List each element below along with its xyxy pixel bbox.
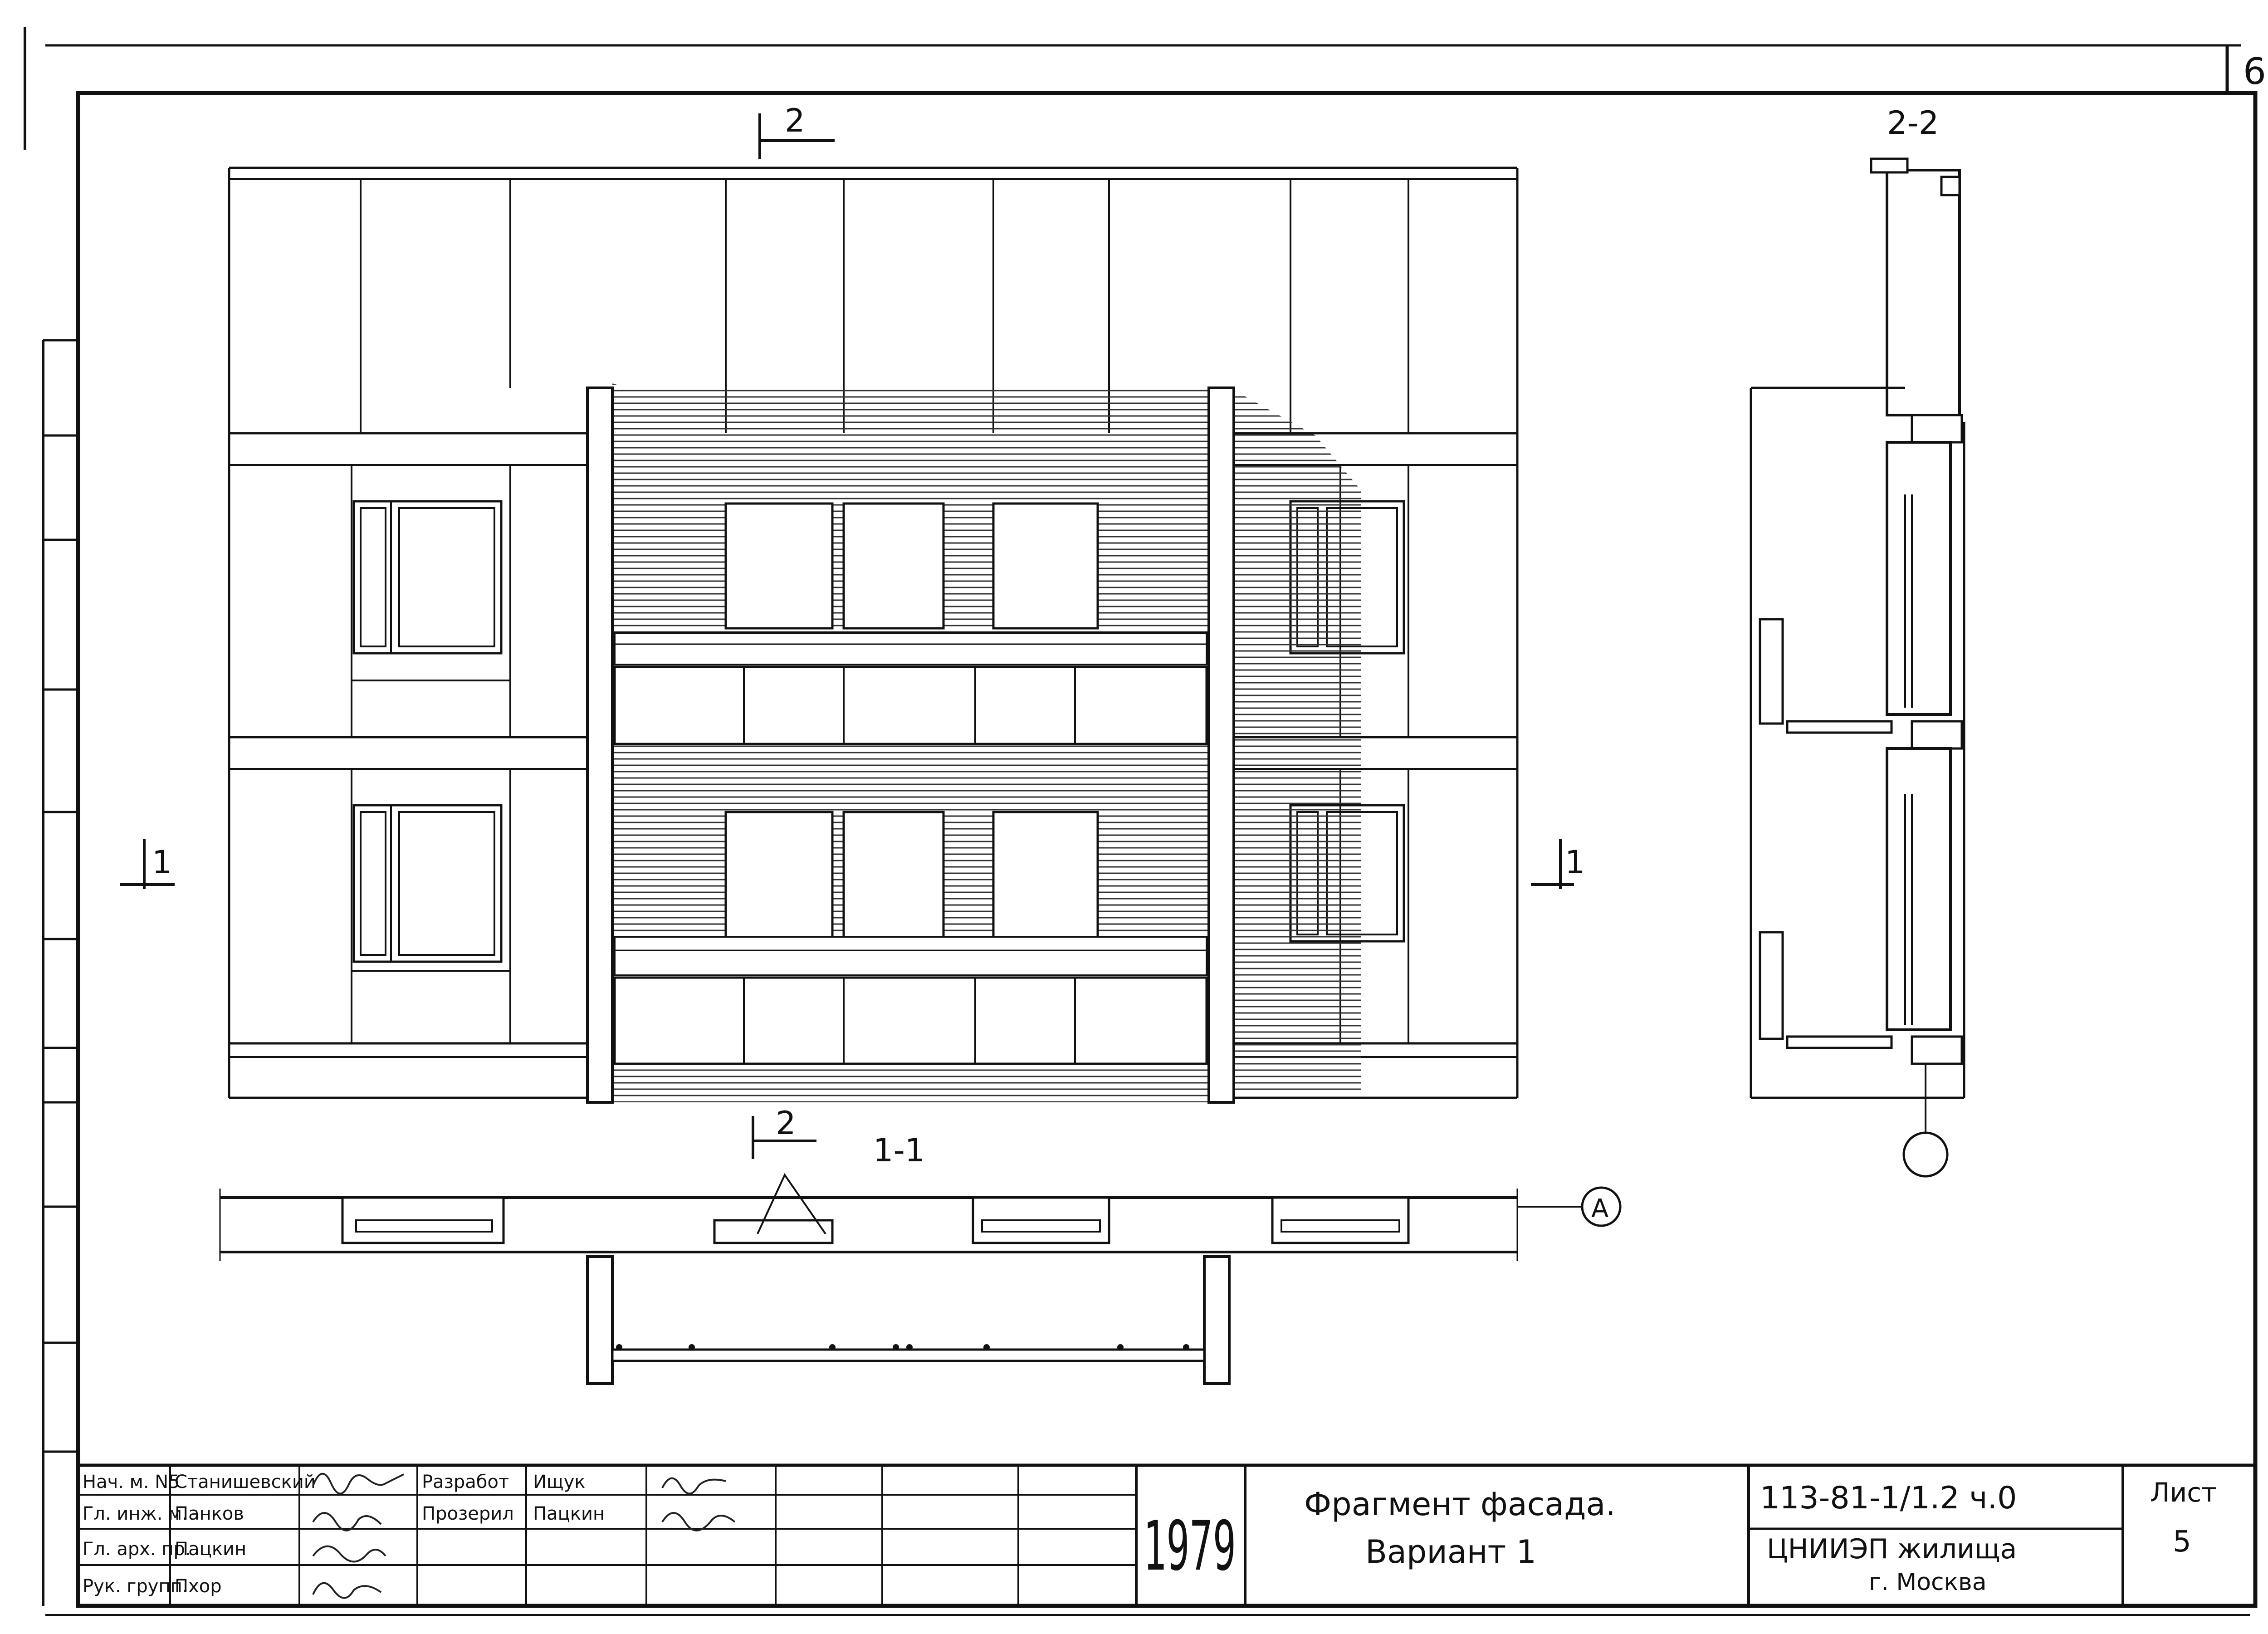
- drawing-frame: [76, 91, 2258, 1608]
- tb-name-2: Панков: [175, 1503, 244, 1524]
- svg-text:2: 2: [785, 102, 805, 139]
- section-2-2-label: 2-2: [1887, 104, 1939, 142]
- drawing-title-line2: Вариант 1: [1365, 1533, 1536, 1570]
- tb-role-4: Рук. групп.: [83, 1576, 188, 1597]
- loggia-wall-left: [586, 386, 614, 1104]
- axis-a-label: A: [1591, 1194, 1608, 1223]
- tb-role-3: Гл. арх. пр.: [83, 1539, 191, 1560]
- section-1-1-label: 1-1: [873, 1132, 925, 1169]
- page-number: 6: [2243, 50, 2266, 93]
- svg-text:1: 1: [1565, 844, 1585, 881]
- svg-text:1: 1: [152, 844, 172, 881]
- window-left-upper: [352, 500, 503, 655]
- sheet-number: 5: [2173, 1525, 2191, 1559]
- tb-right-name-2: Пацкин: [533, 1503, 605, 1524]
- organization: ЦНИИЭП жилища: [1767, 1533, 2017, 1565]
- binding-margin: [42, 339, 78, 1606]
- section-2-2: 2-2: [1750, 104, 1965, 1178]
- cut-marker-2-bottom: 2: [752, 1105, 816, 1159]
- tb-name-4: Пхор: [175, 1576, 222, 1597]
- cut-marker-1-right: 1: [1531, 839, 1585, 889]
- loggia-recess: [612, 383, 1361, 1102]
- tb-right-role-1: Разработ: [422, 1472, 509, 1492]
- cut-marker-2-top: 2: [758, 102, 835, 159]
- tb-role-1: Нач. м. N5: [83, 1472, 180, 1492]
- organization-city: г. Москва: [1869, 1569, 1987, 1596]
- plan-section-1-1: A: [219, 1173, 1622, 1385]
- signatures: [312, 1473, 736, 1599]
- axis-bubble-2-2: [1902, 1131, 1949, 1178]
- sheet-label: Лист: [2150, 1477, 2217, 1508]
- window-left-lower: [352, 804, 503, 963]
- tb-name-1: Станишевский: [175, 1472, 316, 1492]
- drawing-title-line1: Фрагмент фасада.: [1304, 1486, 1616, 1523]
- cut-marker-1-left: 1: [120, 839, 175, 889]
- tb-right-name-1: Ищук: [533, 1472, 585, 1492]
- page-number-box: 6: [2225, 45, 2266, 93]
- project-code: 113-81-1/1.2 ч.0: [1760, 1480, 2017, 1516]
- facade-elevation: [228, 166, 1519, 1104]
- tb-role-2: Гл. инж. м.: [83, 1503, 188, 1524]
- loggia-wall-right: [1207, 386, 1235, 1104]
- title-block: Нач. м. N5 Станишевский Гл. инж. м. Панк…: [78, 1463, 2255, 1606]
- year: 1979: [1143, 1507, 1236, 1586]
- tb-right-role-2: Прозерил: [422, 1503, 514, 1524]
- svg-text:2: 2: [776, 1105, 796, 1142]
- sheet-trim-lines: [24, 27, 2250, 1616]
- tb-name-3: Пацкин: [175, 1539, 246, 1560]
